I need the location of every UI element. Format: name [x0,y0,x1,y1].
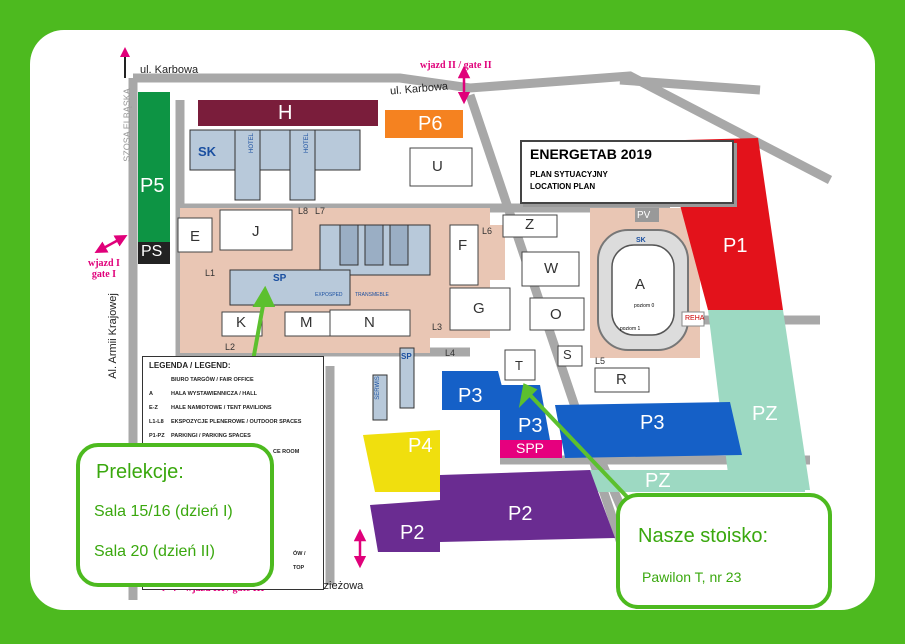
gate2-label: wjazd II / gate II [420,60,492,71]
label-p6: P6 [418,113,443,135]
label-serwis: SERWIS [374,376,381,400]
label-f: F [458,237,468,254]
zone-p5 [138,92,170,262]
label-s: S [563,347,572,362]
label-k: K [236,314,247,331]
legend-row-parking: PARKINGI / PARKING SPACES [171,433,251,439]
zone-p3-mid [500,385,550,440]
section-l2: L2 [225,342,236,352]
label-pz-right: PZ [752,403,778,425]
label-e: E [190,228,201,245]
legend-row-hall: HALA WYSTAWIENNICZA / HALL [171,391,257,397]
callout-lectures: Prelekcje: Sala 15/16 (dzień I) Sala 20 … [76,443,274,587]
label-pz-bottom: PZ [645,470,671,492]
label-t: T [515,358,523,373]
site-map [94,47,833,600]
label-exposped: EXPOSPED [315,292,343,298]
label-hotel2: HOTEL [304,132,311,154]
road-label-szosa: SZOSA ELBĄSKA [121,88,132,162]
section-l4: L4 [445,348,456,358]
callout-stand-title: Nasze stoisko: [638,525,769,547]
label-pv: PV [637,210,651,221]
zone-p3-left [442,371,508,410]
label-a-sk: SK [636,237,646,244]
legend-key-l: L1-L8 [149,419,164,425]
legend-row-tents: HALE NAMIOTOWE / TENT PAVILIONS [171,405,272,411]
legend-row-conference: CE ROOM [273,449,300,455]
label-g: G [473,300,485,317]
legend-title: LEGENDA / LEGEND: [149,361,231,370]
label-m: M [300,314,313,331]
section-l7: L7 [315,206,326,216]
section-l1: L1 [205,268,216,278]
pointer-stand-head [518,383,538,408]
label-p3-right: P3 [640,412,665,434]
label-h: H [278,102,293,124]
label-u: U [432,158,443,175]
label-p1: P1 [723,235,748,257]
label-n: N [364,314,375,331]
legend-row-top: TOP [293,565,305,571]
zone-p2-left [370,500,440,552]
pointer-lectures-head [252,285,276,307]
event-title: ENERGETAB 2019 [530,146,652,162]
callout-stand: Nasze stoisko: Pawilon T, nr 23 [616,493,832,609]
zone-p2-right [440,470,615,542]
legend-row-outdoor: EKSPOZYCJE PLENEROWE / OUTDOOR SPACES [171,419,302,425]
plan-title-pl: PLAN SYTUACYJNY [530,170,608,179]
label-sp2: SP [401,352,412,361]
callout-stand-line1: Pawilon T, nr 23 [642,569,742,585]
label-r: R [616,371,627,388]
label-j: J [252,223,260,240]
label-spp: SPP [516,440,545,456]
section-l8: L8 [298,206,309,216]
legend-key-a: A [149,391,153,397]
zone-pv [635,208,659,222]
map-frame: ul. Karbowa ul. Karbowa ul. Młodzieżowa … [30,30,875,610]
zone-p6 [385,110,463,138]
label-p5: P5 [140,175,165,197]
label-ps: PS [141,243,163,260]
label-hotel1: HOTEL [249,132,256,154]
label-o: O [550,306,562,323]
callout-lectures-line1: Sala 15/16 (dzień I) [94,503,233,520]
zone-p4 [363,430,440,492]
label-reha: REHA [685,315,705,322]
label-transmeble: TRANSMEBLE [355,292,389,298]
legend-key-p: P1-PZ [149,433,165,439]
zone-spp [500,440,562,458]
zone-pz-bottom [590,470,805,492]
zone-ps [138,242,170,264]
title-box: ENERGETAB 2019 PLAN SYTUACYJNY LOCATION … [520,140,734,204]
section-l6: L6 [482,226,493,236]
label-sk: SK [198,144,217,159]
zone-h [198,100,378,126]
section-l5: L5 [595,356,606,366]
legend-row-office: BIURO TARGÓW / FAIR OFFICE [171,377,254,383]
road-label-karbowa-top: ul. Karbowa [140,64,199,76]
callout-lectures-title: Prelekcje: [96,461,184,483]
label-p4: P4 [408,435,433,457]
plan-title-en: LOCATION PLAN [530,182,596,191]
legend-key-ez: E-Z [149,405,158,411]
label-sp: SP [273,273,287,284]
road-label-armii-krajowej: Al. Armii Krajowej [106,293,119,379]
label-w: W [544,260,559,277]
label-a: A [635,276,646,293]
label-p3-left: P3 [458,385,483,407]
label-p2-left: P2 [400,522,425,544]
callout-lectures-line2: Sala 20 (dzień II) [94,543,215,560]
legend-row-ow: ÓW / [293,551,306,557]
label-z: Z [525,216,535,233]
label-p2-right: P2 [508,503,533,525]
section-l3: L3 [432,322,443,332]
pointer-stand [528,393,632,502]
label-a-poziom0: poziom 0 [634,303,655,309]
gate1-arrow [94,235,128,253]
label-p3-mid: P3 [518,415,543,437]
label-a-poziom1: poziom 1 [620,326,641,332]
zone-p3-right [555,402,742,458]
